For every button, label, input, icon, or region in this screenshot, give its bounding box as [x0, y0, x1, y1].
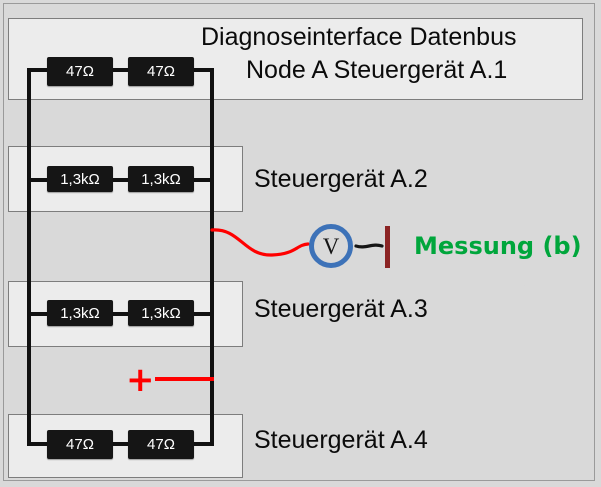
- device-label-a1: Node A Steuergerät A.1: [246, 56, 508, 84]
- resistor-value: 1,3kΩ: [60, 170, 100, 188]
- resistor-value: 47Ω: [66, 63, 94, 80]
- device-label-a2: Steuergerät A.2: [254, 165, 428, 193]
- resistor-a1-1: 47Ω: [47, 57, 113, 86]
- device-label-a3: Steuergerät A.3: [254, 295, 428, 323]
- stub-left-a1: [27, 68, 52, 72]
- resistor-value: 47Ω: [66, 436, 94, 453]
- stub-left-a2: [27, 178, 52, 182]
- resistor-a2-1: 1,3kΩ: [47, 166, 113, 192]
- resistor-a3-1: 1,3kΩ: [47, 300, 113, 326]
- bus-wire-right: [210, 68, 214, 446]
- resistor-value: 1,3kΩ: [141, 170, 181, 188]
- stub-left-a4: [27, 442, 52, 446]
- stub-right-a4: [190, 442, 214, 446]
- polarity-plus-sign: +: [126, 360, 155, 400]
- stub-right-a3: [190, 312, 214, 316]
- device-label-a4: Steuergerät A.4: [254, 426, 428, 454]
- resistor-a3-2: 1,3kΩ: [128, 300, 194, 326]
- voltmeter-symbol: V: [309, 224, 353, 268]
- resistor-value: 47Ω: [147, 63, 175, 80]
- stub-right-a2: [190, 178, 214, 182]
- stub-left-a3: [27, 312, 52, 316]
- resistor-value: 1,3kΩ: [60, 304, 100, 322]
- bus-wire-left: [27, 68, 31, 446]
- measurement-label: Messung (b): [414, 232, 582, 260]
- stub-mid-a4: [110, 442, 132, 446]
- stub-mid-a2: [110, 178, 132, 182]
- resistor-value: 1,3kΩ: [141, 304, 181, 322]
- probe-terminal-bar: [385, 226, 390, 268]
- voltmeter-letter: V: [322, 233, 340, 259]
- stub-mid-a1: [110, 68, 132, 72]
- stub-right-a1: [190, 68, 214, 72]
- resistor-a2-2: 1,3kΩ: [128, 166, 194, 192]
- resistor-a4-2: 47Ω: [128, 430, 194, 459]
- stub-mid-a3: [110, 312, 132, 316]
- resistor-a4-1: 47Ω: [47, 430, 113, 459]
- polarity-wire: [155, 377, 214, 381]
- resistor-a1-2: 47Ω: [128, 57, 194, 86]
- page-title: Diagnoseinterface Datenbus: [201, 23, 517, 51]
- resistor-value: 47Ω: [147, 436, 175, 453]
- device-panel-a4: [8, 414, 243, 478]
